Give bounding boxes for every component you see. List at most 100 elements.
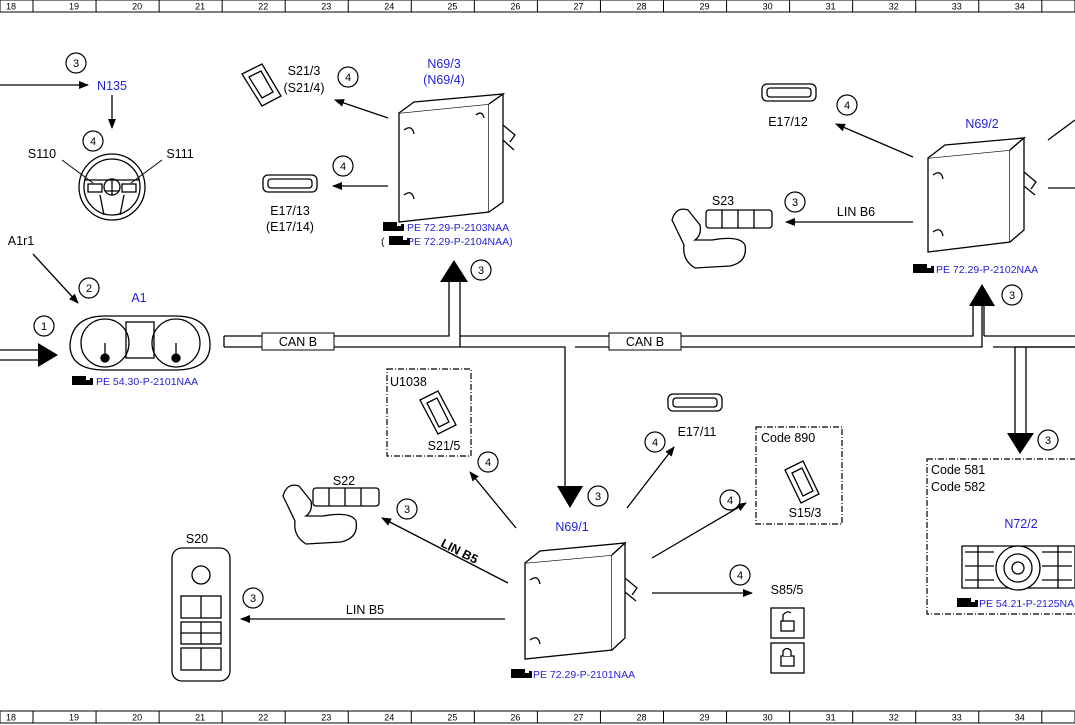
label-n69-2: N69/2	[965, 117, 998, 131]
label-n72-2: N72/2	[1004, 517, 1037, 531]
step-number: 3	[595, 491, 601, 503]
ruler-number: 30	[763, 713, 773, 723]
ruler-number: 27	[573, 2, 583, 12]
ruler-number: 31	[826, 2, 836, 12]
step-circle	[65, 52, 87, 74]
step-number: 3	[478, 265, 484, 277]
ruler-number: 30	[763, 2, 773, 12]
arrowhead-up-n69-2	[969, 284, 995, 306]
step-circle	[644, 431, 666, 453]
ref-n69-3-b[interactable]: PE 72.29-P-2104NAA)	[407, 236, 513, 248]
ruler-number: 21	[195, 713, 205, 723]
switch-s21-3-icon	[241, 63, 282, 107]
arrow-to-s21-3	[334, 99, 389, 119]
switch-s15-3-icon	[784, 460, 820, 504]
ruler-number: 24	[384, 2, 394, 12]
label-code-581: Code 581	[931, 463, 985, 477]
label-lin-b5-diag: LIN B5	[439, 536, 481, 566]
label-a1r1: A1r1	[8, 234, 34, 248]
label-s21-3: S21/3	[288, 64, 321, 78]
step-number: 4	[844, 100, 850, 112]
label-n69-4: (N69/4)	[423, 73, 465, 87]
step-circle	[78, 277, 100, 299]
step-number: 1	[41, 321, 47, 333]
label-s21-5: S21/5	[428, 439, 461, 453]
climate-panel-n72-2-icon	[961, 545, 1075, 591]
ruler-number: 31	[826, 713, 836, 723]
label-u1038: U1038	[390, 375, 427, 389]
label-s20: S20	[186, 532, 208, 546]
step-circle	[784, 191, 806, 213]
arrow-to-s15-3	[651, 502, 747, 559]
step-number: 3	[1009, 290, 1015, 302]
ref-n69-2[interactable]: PE 72.29-P-2102NAA	[936, 264, 1038, 276]
pointing-hand-icon	[389, 236, 410, 245]
step-number: 4	[340, 161, 346, 173]
pointing-hand-icon	[72, 376, 93, 385]
ruler-number: 28	[636, 713, 646, 723]
seat-switch-s22-icon	[282, 484, 380, 545]
step-circle	[332, 155, 354, 177]
ruler-number: 33	[952, 713, 962, 723]
step-circle	[729, 564, 751, 586]
light-e17-12-icon	[761, 83, 817, 102]
arrowhead-up-n69-3	[440, 260, 468, 282]
ref-n72-2[interactable]: PE 54.21-P-2125NA	[979, 598, 1074, 610]
label-n135: N135	[97, 79, 127, 93]
module-n69-1	[524, 541, 638, 660]
u1038-box	[386, 368, 472, 457]
ruler-number: 32	[889, 2, 899, 12]
step-circle	[836, 94, 858, 116]
step-circle	[587, 485, 609, 507]
step-circle	[33, 315, 55, 337]
ruler-number: 18	[6, 713, 16, 723]
step-number: 3	[250, 593, 256, 605]
ruler-number: 21	[195, 2, 205, 12]
code-581-box	[926, 458, 1075, 615]
can-bus	[223, 282, 1075, 488]
step-circle	[242, 587, 264, 609]
step-circle	[82, 130, 104, 152]
ref-n69-3-a[interactable]: PE 72.29-P-2103NAA	[407, 222, 509, 234]
pointing-hand-icon	[383, 222, 404, 231]
arrow-a1r1-to-a1	[32, 253, 79, 304]
module-n69-3	[398, 92, 516, 223]
switch-s21-5-icon	[419, 390, 457, 435]
ruler-number: 32	[889, 713, 899, 723]
label-e17-14: (E17/14)	[266, 220, 314, 234]
pointing-hand-icon	[511, 669, 532, 678]
seat-switch-s23-icon	[671, 208, 773, 269]
label-s23: S23	[712, 194, 734, 208]
step-number: 4	[485, 457, 491, 469]
arrow-lin-b5-to-s22	[381, 517, 509, 584]
label-s21-4: (S21/4)	[284, 81, 325, 95]
label-lin-b6: LIN B6	[837, 205, 875, 219]
ruler-number: 18	[6, 2, 16, 12]
input-line-a1	[0, 349, 38, 361]
ref-a1[interactable]: PE 54.30-P-2101NAA	[96, 376, 198, 388]
ruler-number: 20	[132, 2, 142, 12]
ruler-number: 26	[510, 2, 520, 12]
ruler-number: 29	[700, 713, 710, 723]
arrow-to-e17-11	[626, 446, 675, 509]
ref-n69-1[interactable]: PE 72.29-P-2101NAA	[533, 669, 635, 681]
ruler-number: 26	[510, 713, 520, 723]
label-s111: S111	[166, 147, 193, 161]
steering-wheel-icon	[78, 153, 146, 221]
step-circle	[396, 498, 418, 520]
label-n69-1: N69/1	[555, 520, 588, 534]
label-s85-5: S85/5	[771, 583, 804, 597]
step-circle	[1037, 429, 1059, 451]
step-number: 4	[737, 570, 743, 582]
label-e17-13: E17/13	[270, 204, 310, 218]
step-number: 3	[404, 504, 410, 516]
step-number: 4	[345, 72, 351, 84]
can-b-text: CAN B	[279, 335, 317, 349]
step-number: 3	[73, 58, 79, 70]
step-number: 4	[727, 495, 733, 507]
light-e17-11-icon	[667, 393, 723, 412]
ruler-number: 29	[700, 2, 710, 12]
ref-n69-3-paren: (	[381, 236, 385, 248]
